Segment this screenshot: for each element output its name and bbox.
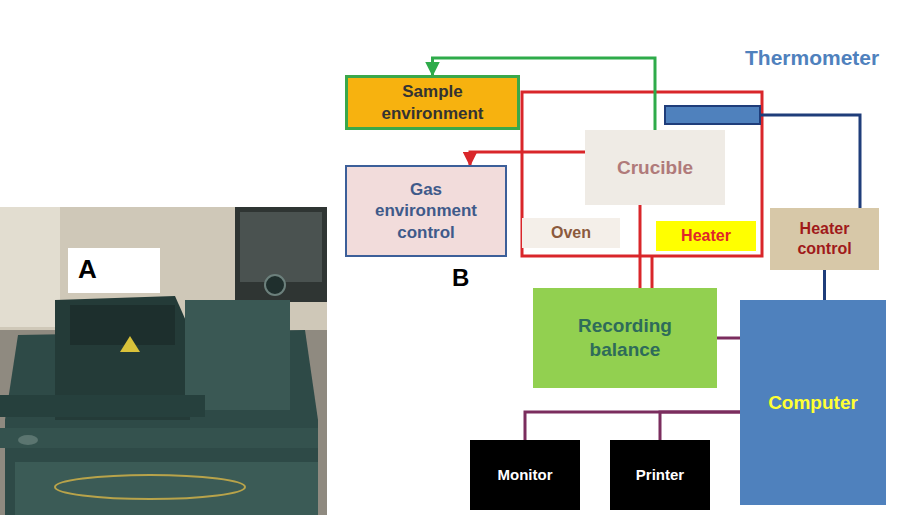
- oven-support: [651, 256, 654, 288]
- connector: [525, 412, 740, 440]
- process-box: Heater control: [770, 208, 879, 270]
- process-box: Crucible: [585, 130, 725, 205]
- device-box: Monitor: [470, 440, 580, 510]
- process-box: Sample environment: [345, 75, 520, 130]
- box-text: Heater: [681, 226, 731, 246]
- part-name: Thermometer: [745, 46, 879, 70]
- box-text: Recording balance: [553, 314, 697, 362]
- panel-letter: B: [452, 264, 469, 292]
- box-text: Computer: [768, 391, 858, 415]
- box-text: Oven: [551, 223, 591, 243]
- process-box: Heater: [656, 221, 756, 251]
- process-box: Computer: [740, 300, 886, 505]
- label-patch: [68, 248, 160, 293]
- sensor-wire: [760, 115, 860, 208]
- connector: [470, 152, 585, 165]
- process-box: Gas environment control: [345, 165, 507, 257]
- connector: [660, 412, 740, 440]
- device-box: Printer: [610, 440, 710, 510]
- box-text: Gas environment control: [369, 179, 483, 243]
- oven-frame: [522, 92, 762, 256]
- panel-letter: A: [78, 254, 97, 285]
- box-text: Crucible: [617, 156, 693, 180]
- box-text: Sample environment: [360, 81, 505, 124]
- connector: [823, 270, 826, 300]
- thermometer-bar: [665, 106, 760, 124]
- oven-label-box: Oven: [522, 218, 620, 248]
- box-text: Monitor: [498, 466, 553, 485]
- connector: [717, 337, 740, 340]
- box-text: Printer: [636, 466, 684, 485]
- box-text: Heater control: [780, 219, 869, 259]
- process-box: Recording balance: [533, 288, 717, 388]
- connector: [639, 205, 642, 288]
